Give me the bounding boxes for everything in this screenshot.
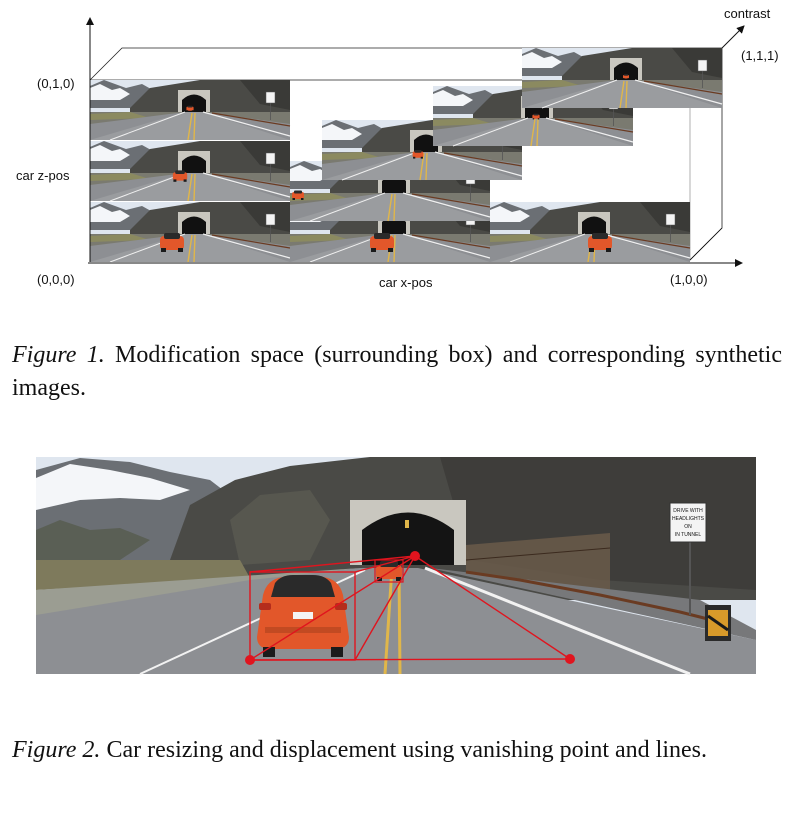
figure1-modification-space (86, 17, 745, 267)
corner-label-x-end: (1,0,0) (670, 272, 708, 287)
road-sign: DRIVE WITH HEADLIGHTS ON IN TUNNEL (669, 502, 707, 543)
sign-line-2: HEADLIGHTS (672, 516, 705, 522)
car-large (257, 575, 349, 657)
axis-label-z: car z-pos (16, 168, 70, 183)
figure2-caption-label: Figure 2. (12, 737, 101, 763)
baseline-point-left (245, 655, 255, 665)
figure1-caption-text: Modification space (surrounding box) and… (12, 342, 782, 401)
baseline-point-right (565, 654, 575, 664)
axis-label-x: car x-pos (379, 275, 433, 290)
figure2-caption-text: Car resizing and displacement using vani… (100, 737, 707, 763)
figure1-caption-label: Figure 1. (12, 342, 105, 368)
figure1-axes (86, 17, 745, 267)
sign-line-1: DRIVE WITH (673, 508, 703, 514)
sign-line-4: IN TUNNEL (675, 532, 702, 538)
figure1-caption: Figure 1. Modification space (surroundin… (12, 339, 782, 405)
corner-label-far: (1,1,1) (741, 48, 779, 63)
sign-line-3: ON (684, 524, 692, 530)
vanishing-lines (245, 551, 575, 665)
corner-label-origin: (0,0,0) (37, 272, 75, 287)
axis-label-contrast: contrast (724, 6, 771, 21)
corner-label-z-top: (0,1,0) (37, 76, 75, 91)
vanishing-point (410, 551, 420, 561)
figure2-caption: Figure 2. Car resizing and displacement … (12, 734, 782, 767)
